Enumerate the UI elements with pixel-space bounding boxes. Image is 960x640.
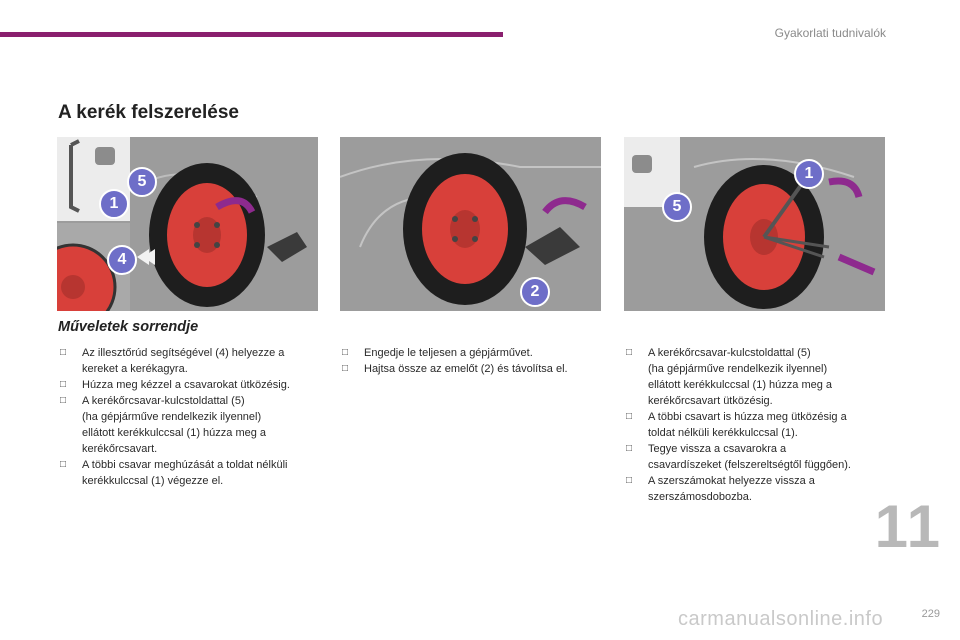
list-item: □Az illesztőrúd segítségével (4) helyezz… xyxy=(60,347,285,375)
check-box-icon: □ xyxy=(626,475,633,486)
check-box-icon: □ xyxy=(626,347,633,358)
chapter-number: 11 xyxy=(874,493,942,560)
check-box-icon: □ xyxy=(626,411,633,422)
page-title: A kerék felszerelése xyxy=(58,102,239,123)
callout-1: 1 xyxy=(99,189,129,219)
check-box-icon: □ xyxy=(60,379,67,390)
list-item: □A többi csavar meghúzását a toldat nélk… xyxy=(60,459,288,487)
steps-heading: Műveletek sorrendje xyxy=(58,319,199,335)
accent-bar xyxy=(0,32,503,37)
list-item: □A többi csavart is húzza meg ütközésig … xyxy=(626,411,847,439)
watermark: carmanualsonline.info xyxy=(678,608,884,630)
column-3: □A kerékőrcsavar-kulcstoldattal (5) (ha … xyxy=(624,345,894,505)
list-item: □Húzza meg kézzel a csavarokat ütközésig… xyxy=(60,379,290,391)
check-box-icon: □ xyxy=(342,363,349,374)
page-number: 229 xyxy=(921,608,940,620)
column-2: □Engedje le teljesen a gépjárművet. □Haj… xyxy=(340,345,610,377)
callout-5: 5 xyxy=(127,167,157,197)
list-item: □Hajtsa össze az emelőt (2) és távolítsa… xyxy=(342,363,568,375)
callout-4: 4 xyxy=(107,245,137,275)
section-title: Gyakorlati tudnivalók xyxy=(774,26,886,40)
column-1: □Az illesztőrúd segítségével (4) helyezz… xyxy=(58,345,328,489)
check-box-icon: □ xyxy=(626,443,633,454)
list-item: □A kerékőrcsavar-kulcstoldattal (5) (ha … xyxy=(60,395,267,455)
check-box-icon: □ xyxy=(342,347,349,358)
list-item: □Tegye vissza a csavarokra a csavardísze… xyxy=(626,443,851,471)
callout-5: 5 xyxy=(662,192,692,222)
list-item: □A szerszámokat helyezze vissza a szersz… xyxy=(626,475,815,503)
callout-1: 1 xyxy=(794,159,824,189)
list-item: □A kerékőrcsavar-kulcstoldattal (5) (ha … xyxy=(626,347,833,407)
list-item: □Engedje le teljesen a gépjárművet. xyxy=(342,347,533,359)
callout-2: 2 xyxy=(520,277,550,307)
check-box-icon: □ xyxy=(60,395,67,406)
check-box-icon: □ xyxy=(60,459,67,470)
figure-2: 2 xyxy=(340,137,601,311)
check-box-icon: □ xyxy=(60,347,67,358)
